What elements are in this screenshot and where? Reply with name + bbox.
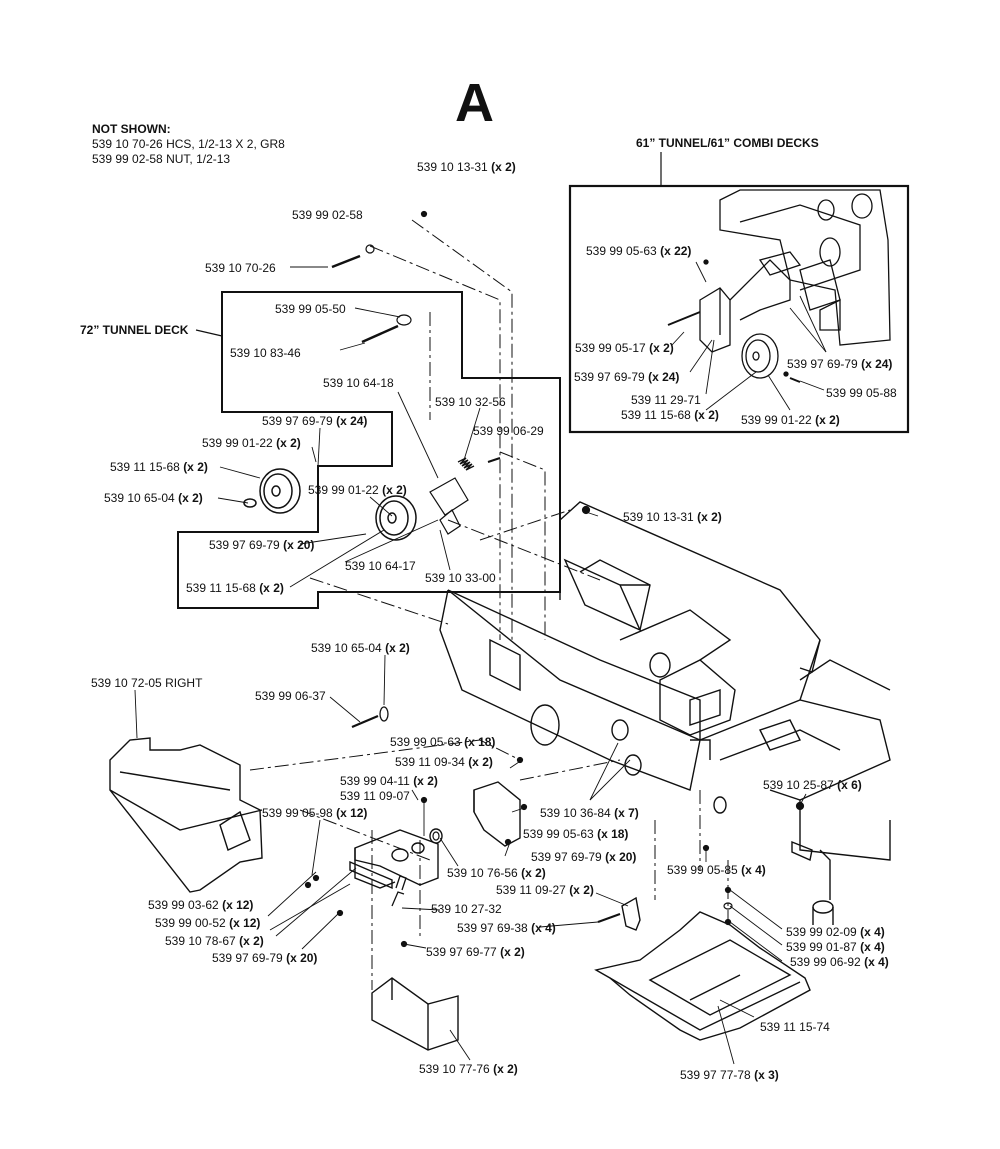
part-callout: 539 97 69-79 (x 20) (531, 850, 637, 864)
part-callout: 539 97 69-79 (x 20) (209, 538, 315, 552)
part-callout: 539 99 05-50 (275, 302, 346, 316)
part-callout: 539 97 69-79 (x 24) (574, 370, 680, 384)
part-callout: 539 10 33-00 (425, 571, 496, 585)
part-callout: 539 99 05-98 (x 12) (262, 806, 368, 820)
part-callout: 539 10 64-17 (345, 559, 416, 573)
part-callout: 539 97 69-79 (x 24) (787, 357, 893, 371)
bracket-11-09-07 (349, 828, 443, 890)
tunnel-72-outline (177, 291, 561, 609)
part-callout: 539 99 01-22 (x 2) (308, 483, 407, 497)
part-callout: 539 10 78-67 (x 2) (165, 934, 264, 948)
part-callout: 539 97 69-77 (x 2) (426, 945, 525, 959)
pulley-upper (243, 468, 301, 514)
part-callout: 539 10 65-04 (x 2) (104, 491, 203, 505)
pulley-lower (375, 495, 417, 541)
part-callout: 539 11 09-27 (x 2) (496, 883, 594, 897)
part-callout: 539 10 65-04 (x 2) (311, 641, 410, 655)
part-callout: 539 10 77-76 (x 2) (419, 1062, 518, 1076)
part-callout: 539 10 32-56 (435, 395, 506, 409)
part-callout: 539 97 69-79 (x 20) (212, 951, 318, 965)
part-callout: 539 11 15-74 (760, 1020, 830, 1034)
tunnel-61-artwork (667, 189, 891, 383)
part-callout: 539 11 09-34 (x 2) (395, 755, 493, 769)
part-callout: 539 11 15-68 (x 2) (186, 581, 284, 595)
part-callout: 539 99 02-09 (x 4) (786, 925, 885, 939)
part-callout: 539 99 01-22 (x 2) (741, 413, 840, 427)
part-callout: 539 10 25-87 (x 6) (763, 778, 862, 792)
part-callout: 539 99 06-37 (255, 689, 326, 703)
part-callout: 539 99 05-63 (x 18) (523, 827, 629, 841)
part-callout: 539 10 36-84 (x 7) (540, 806, 639, 820)
tunnel-72-label: 72” TUNNEL DECK (80, 323, 189, 337)
part-callout: 539 10 13-31 (x 2) (417, 160, 516, 174)
not-shown-line: 539 10 70-26 HCS, 1/2-13 X 2, GR8 (92, 137, 285, 151)
part-callout: 539 99 05-63 (x 18) (390, 735, 496, 749)
part-callout: 539 99 05-85 (x 4) (667, 863, 766, 877)
floor-pan (594, 911, 811, 1041)
chassis-frame (439, 501, 891, 925)
part-callout: 539 10 76-56 (x 2) (447, 866, 546, 880)
part-callout: 539 11 29-71 (631, 393, 701, 407)
part-callout: 539 99 02-58 (292, 208, 363, 222)
part-callout: 539 97 77-78 (x 3) (680, 1068, 779, 1082)
part-callout: 539 99 03-62 (x 12) (148, 898, 254, 912)
tunnel-61-box (568, 184, 910, 434)
part-callout: 539 99 05-63 (x 22) (586, 244, 692, 258)
bracket-11-09-34 (473, 781, 521, 847)
part-callout: 539 99 06-92 (x 4) (790, 955, 889, 969)
part-callout: 539 10 70-26 (205, 261, 276, 275)
part-callout: 539 99 05-17 (x 2) (575, 341, 674, 355)
part-callout: 539 99 04-11 (x 2) (340, 774, 438, 788)
part-callout: 539 11 15-68 (x 2) (621, 408, 719, 422)
not-shown-heading: NOT SHOWN: (92, 122, 171, 136)
part-callout: 539 11 15-68 (x 2) (110, 460, 208, 474)
part-callout: 539 10 13-31 (x 2) (623, 510, 722, 524)
part-callout: 539 99 05-88 (826, 386, 897, 400)
guard-10-77-76 (371, 977, 459, 1051)
part-callout: 539 97 69-79 (x 24) (262, 414, 368, 428)
not-shown-note: NOT SHOWN: 539 10 70-26 HCS, 1/2-13 X 2,… (92, 122, 285, 167)
tunnel-61-label: 61” TUNNEL/61” COMBI DECKS (636, 136, 819, 150)
part-callout: 539 10 83-46 (230, 346, 301, 360)
part-callout: 539 10 64-18 (323, 376, 394, 390)
part-callout: 539 10 72-05 RIGHT (91, 676, 203, 690)
part-callout: 539 99 01-22 (x 2) (202, 436, 301, 450)
not-shown-line: 539 99 02-58 NUT, 1/2-13 (92, 152, 231, 166)
part-callout: 539 99 01-87 (x 4) (786, 940, 885, 954)
fender-right (109, 737, 263, 893)
part-callout: 539 97 69-38 (x 4) (457, 921, 556, 935)
part-callout: 539 99 00-52 (x 12) (155, 916, 261, 930)
page-title: A (455, 73, 494, 133)
part-callout: 539 99 06-29 (473, 424, 544, 438)
part-callout: 539 10 27-32 (431, 902, 502, 916)
part-callout: 539 11 09-07 (340, 789, 410, 803)
